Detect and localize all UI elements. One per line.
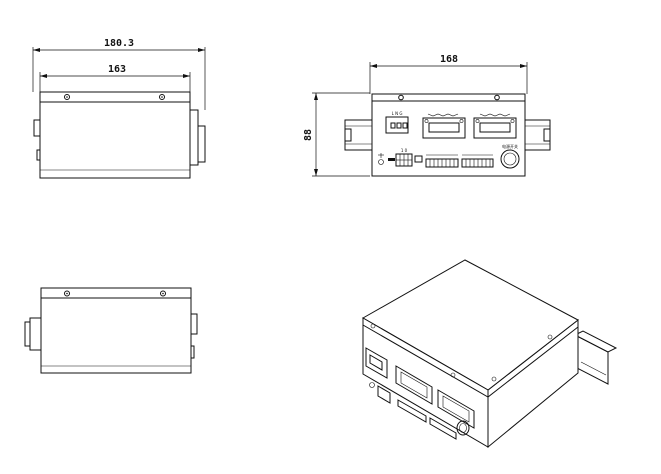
side-view-bottom (24, 287, 198, 374)
power-terminal-label: L N G (392, 111, 403, 116)
terminal-strip-2 (461, 154, 494, 168)
dim-overall-length: 180.3 (104, 38, 134, 49)
side-view-top: 180.3 163 (32, 38, 206, 179)
dip-switch-label: 1 0 (401, 148, 408, 153)
front-connector-2 (473, 113, 517, 139)
dim-height: 88 (303, 129, 314, 141)
power-switch-icon (500, 149, 520, 169)
dim-front-width: 168 (440, 54, 458, 65)
front-view: 168 88 L N G (303, 54, 551, 177)
power-switch-label: 电源开关 (502, 143, 518, 149)
isometric-view (361, 259, 618, 449)
front-connector-1 (422, 113, 466, 139)
terminal-strip-1 (425, 154, 459, 168)
dim-body-length: 163 (108, 64, 126, 75)
